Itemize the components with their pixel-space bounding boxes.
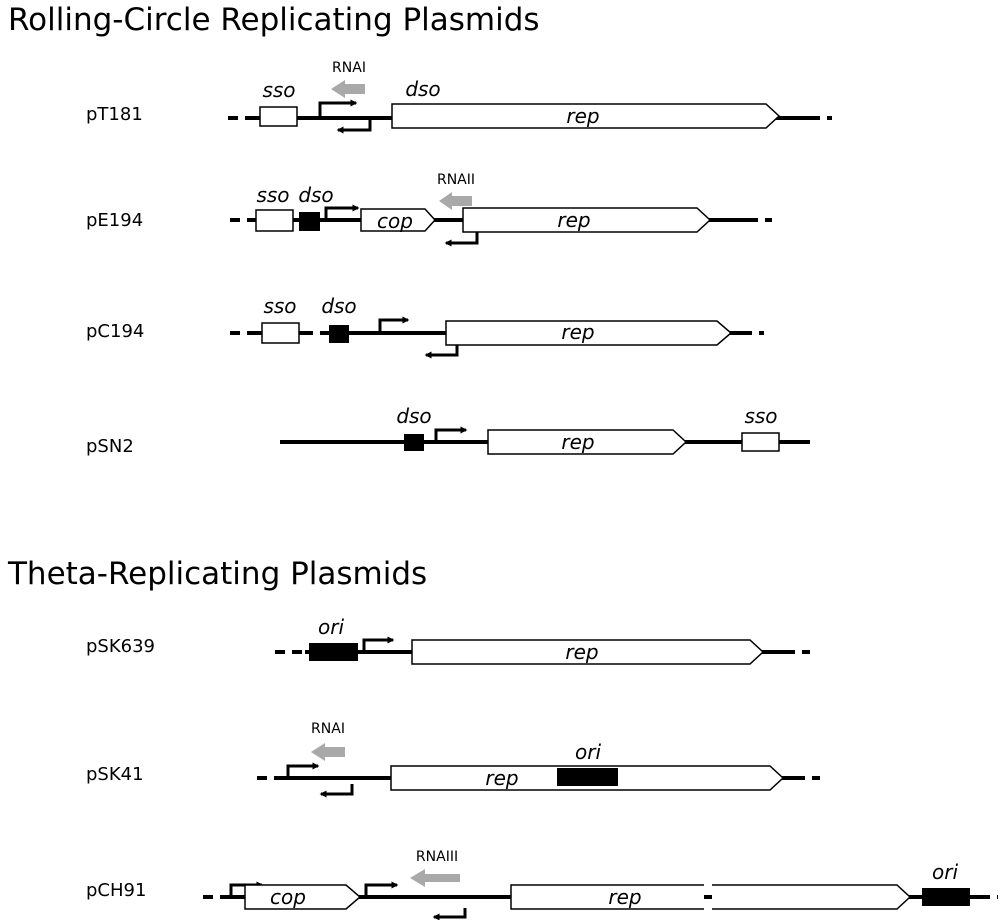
dso-label: dso xyxy=(405,77,441,101)
plasmid-name-pE194: pE194 xyxy=(86,210,144,231)
plasmid-map-pSN2 xyxy=(280,426,810,455)
plasmid-name-pCH91: pCH91 xyxy=(86,880,147,901)
ori-label: ori xyxy=(931,860,959,884)
rnaii-arrow xyxy=(439,192,472,210)
dso-label: dso xyxy=(298,183,334,207)
rep-gene-arrow xyxy=(462,207,712,233)
theta-section-title: Theta-Replicating Plasmids xyxy=(8,556,428,592)
sso-box xyxy=(259,106,298,127)
promoter-arrow-forward xyxy=(324,204,360,220)
dso-label: dso xyxy=(321,294,357,318)
plasmid-name-pT181: pT181 xyxy=(86,104,143,125)
sso-label: sso xyxy=(262,78,296,102)
rep-gene-arrow xyxy=(411,639,765,665)
rep-gene-arrow-part1 xyxy=(510,884,704,910)
plasmid-map-pT181 xyxy=(228,80,832,134)
rep-gene-arrow-part2 xyxy=(712,884,912,910)
ori-label: ori xyxy=(574,740,602,764)
sso-box xyxy=(255,209,294,232)
promoter-arrow-forward xyxy=(378,316,410,333)
dso-box xyxy=(329,325,349,343)
cop-gene-arrow xyxy=(360,208,437,232)
plasmid-name-pSN2: pSN2 xyxy=(86,436,134,457)
rnaii-label: RNAII xyxy=(436,172,476,188)
rep-label: rep xyxy=(557,208,591,232)
plasmid-map-pE194 xyxy=(230,192,772,247)
promoter-arrow-forward xyxy=(362,636,395,652)
rnai-arrow xyxy=(311,743,345,761)
plasmid-map-pCH91 xyxy=(203,869,998,920)
rep-label: rep xyxy=(565,640,599,664)
promoter-arrow-reverse xyxy=(424,344,459,359)
plasmid-map-pSK41 xyxy=(257,743,820,798)
promoter-arrow-forward xyxy=(318,99,358,118)
rep-label: rep xyxy=(561,430,595,454)
ori-label: ori xyxy=(317,615,345,639)
sso-label: sso xyxy=(744,404,778,428)
sso-box xyxy=(261,322,300,344)
cop-label: cop xyxy=(377,209,413,233)
rep-gene-arrow xyxy=(487,429,688,455)
rep-label: rep xyxy=(566,104,600,128)
rep-label: rep xyxy=(608,885,642,909)
rnai-label: RNAI xyxy=(332,60,366,76)
promoter-arrow-forward xyxy=(286,762,320,778)
ori-box xyxy=(309,643,358,661)
plasmid-map-pSK639 xyxy=(275,636,810,665)
promoter-arrow-forward xyxy=(364,881,399,897)
promoter-arrow-forward xyxy=(434,426,468,442)
ori-box xyxy=(922,888,970,906)
sso-box xyxy=(741,432,780,452)
rep-label: rep xyxy=(485,766,519,790)
promoter-arrow-reverse xyxy=(432,908,467,920)
cop-label: cop xyxy=(270,885,306,909)
rep-label: rep xyxy=(561,320,595,344)
rnai-arrow xyxy=(331,80,365,98)
dso-label: dso xyxy=(396,404,432,428)
promoter-arrow-reverse xyxy=(444,232,479,247)
sso-label: sso xyxy=(263,294,297,318)
dso-box xyxy=(299,212,320,231)
rnaiii-label: RNAIII xyxy=(415,849,459,865)
plasmid-map-pC194 xyxy=(230,316,764,359)
rnaiii-arrow xyxy=(410,869,460,887)
rep-gene-arrow xyxy=(391,103,781,129)
plasmid-name-pSK639: pSK639 xyxy=(86,636,156,657)
plasmid-name-pSK41: pSK41 xyxy=(86,764,144,785)
promoter-arrow-reverse xyxy=(319,784,354,798)
sso-label: sso xyxy=(256,183,290,207)
rep-gene-arrow xyxy=(445,320,733,346)
cop-gene-arrow xyxy=(244,884,362,910)
plasmid-name-pC194: pC194 xyxy=(86,321,145,342)
ori-box xyxy=(557,768,618,786)
rolling-circle-section-title: Rolling-Circle Replicating Plasmids xyxy=(8,2,540,38)
rnai-label: RNAI xyxy=(311,721,345,737)
dso-box xyxy=(404,434,424,451)
promoter-arrow-reverse xyxy=(336,120,372,134)
